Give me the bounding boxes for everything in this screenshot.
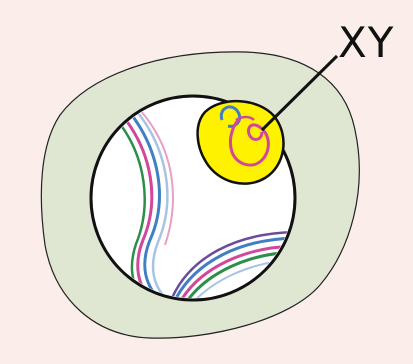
xy-label: XY (338, 22, 394, 64)
